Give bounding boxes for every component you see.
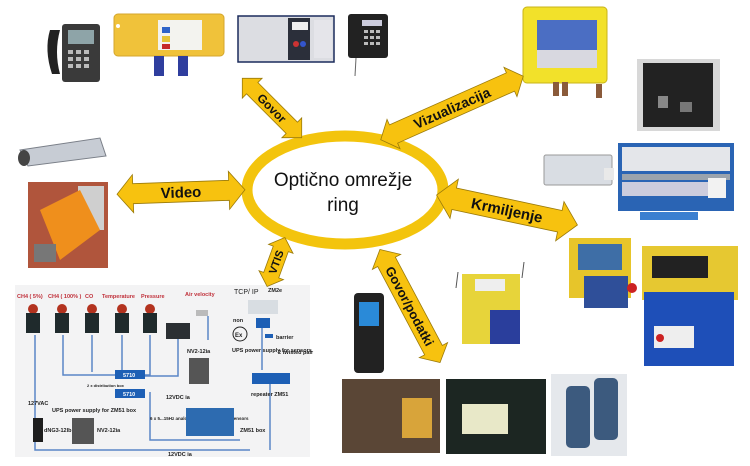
- wireless-access-box-image: [455, 261, 525, 344]
- yellow-sensor-box-image: [113, 13, 225, 76]
- din-module-image: [543, 154, 614, 186]
- distribution-box-note: 2 x distribution box: [87, 383, 125, 388]
- sensor-label-co: CO: [85, 294, 94, 300]
- ex-symbol: [232, 326, 248, 342]
- distribution-box-1-label: 5710: [123, 373, 135, 379]
- mine-photo-1-detail: [402, 398, 432, 438]
- arrow-govor: Govor: [241, 77, 303, 139]
- ups-zm51-label: UPS power supply for ZM51 box: [52, 408, 137, 414]
- center-title-line1: Optično omrežje: [274, 170, 412, 191]
- vac-label: 127VAC: [28, 401, 48, 407]
- ups-sensors-label: UPS power supply for sensors: [232, 348, 312, 354]
- zm51-box-label: ZM51 box: [240, 428, 266, 434]
- communication-cabinet-image: [237, 15, 335, 63]
- arrow-vizualizacija-label: Vizualizacija: [411, 84, 493, 132]
- nv2-bottom-label: NV2-12ia: [97, 428, 121, 434]
- sensor-label-air-velocity: Air velocity: [185, 292, 216, 298]
- scanner-2: [594, 378, 618, 440]
- nv2-top-unit: [189, 358, 209, 384]
- dng3-label: dNG3-12lb: [44, 428, 72, 434]
- control-cabinet-image: [618, 143, 734, 220]
- sensor-network-schematic: CH4 ( 5%) CH4 ( 100% ) CO Temperature Pr…: [15, 285, 314, 458]
- arrow-vizualizacija: Vizualizacija: [380, 66, 524, 150]
- barrier-label: barrier: [276, 335, 294, 341]
- distribution-box-1: [115, 370, 145, 379]
- desk-phone-image: [38, 12, 106, 84]
- ex-label: Ex: [235, 333, 243, 339]
- barrier-small: [265, 334, 273, 338]
- nv2-bottom-unit: [72, 418, 94, 444]
- vdc-upper-label: 12VDC ia: [166, 395, 191, 401]
- wall-phone-image: [348, 14, 388, 77]
- explosion-proof-camera-image: [28, 182, 108, 268]
- distribution-box-2: [115, 389, 145, 398]
- scanner-1: [566, 386, 590, 448]
- sensor-label-pressure: Pressure: [141, 294, 165, 300]
- dng3-unit: [33, 418, 43, 442]
- mobile-handheld-image: [354, 293, 384, 373]
- arrow-video-label: Video: [160, 184, 201, 202]
- arrow-govor-podatki-label: Govor/podatki: [382, 264, 437, 349]
- distribution-box-2-label: 5710: [123, 392, 135, 398]
- sensor-label-ch4-100: CH4 ( 100% ): [48, 294, 81, 300]
- zm51-box: [186, 408, 234, 436]
- twisted-pair-label: 2 twisted pair: [278, 350, 314, 356]
- visualization-panel-image: [522, 6, 608, 98]
- repeater-label: repeater ZM51: [251, 392, 288, 398]
- mining-controllers-image: [569, 238, 738, 366]
- vdc-lower-label: 12VDC ia: [168, 452, 193, 458]
- mine-photo-2-detail: [462, 404, 508, 434]
- barrier-module: [256, 318, 270, 328]
- non-label: non: [233, 318, 244, 324]
- nv2-top-label: NV2-12ia: [187, 349, 211, 355]
- sensor-label-temperature: Temperature: [102, 294, 135, 300]
- repeater-zm51: [252, 373, 290, 384]
- center-title-line2: ring: [327, 195, 359, 216]
- security-camera-image: [18, 137, 107, 167]
- zm-top-label: ZM2e: [268, 288, 282, 294]
- plc-controller-image: [637, 59, 720, 131]
- gas-sensors: [26, 304, 208, 339]
- sensor-label-ch4-5: CH4 ( 5%): [17, 294, 43, 300]
- arrow-krmiljenje: Krmiljenje: [436, 178, 578, 242]
- network-module: [248, 300, 278, 314]
- arrow-video: Video: [116, 170, 246, 214]
- tcp-ip-label: TCP/ IP: [234, 289, 259, 296]
- arrow-vtis: VTIS: [258, 237, 294, 287]
